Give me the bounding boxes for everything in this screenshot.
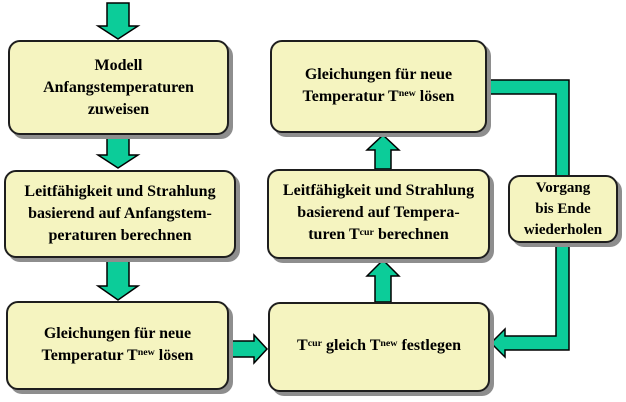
text-line: Leitfähigkeit und Strahlung (282, 182, 475, 199)
text-line: basierend auf Tempera- (297, 204, 460, 221)
text-line: Anfangstemperaturen (43, 78, 194, 96)
arrow-up-set-to-compute-icon (365, 258, 401, 303)
node-set-tcur-equal-tnew: Tcur gleich Tnew festlegen (268, 302, 490, 392)
text-line: Temperatur Tnew lösen (302, 87, 455, 105)
text-line: Temperatur Tnew lösen (41, 346, 194, 364)
arrow-right-solve-to-set-icon (230, 333, 269, 365)
text-line: wiederholen (523, 221, 603, 238)
node-repeat-until-end: Vorgang bis Ende wiederholen (508, 175, 618, 243)
text-line: bis Ende (535, 200, 591, 217)
text-line: basierend auf Anfangstem- (28, 205, 212, 222)
loop-arrow-repeat-icon (484, 79, 570, 359)
node-compute-conductivity-initial: Leitfähigkeit und Strahlung basierend auf… (4, 170, 236, 258)
text-line: Tcur gleich Tnew festlegen (297, 337, 461, 354)
arrow-down-entry-icon (95, 2, 141, 40)
text-line: Gleichungen für neue (304, 65, 453, 83)
text-line: Modell (94, 56, 143, 74)
text-line: Leitfähigkeit und Strahlung (24, 183, 216, 200)
node-compute-conductivity-current: Leitfähigkeit und Strahlung basierend auf… (267, 169, 490, 259)
arrow-down-compute-to-solve-icon (95, 258, 141, 301)
arrow-down-assign-to-compute-icon (95, 135, 141, 169)
text-line: turen Tcur berechnen (308, 226, 449, 243)
arrow-up-compute-to-solve-icon (365, 133, 401, 170)
text-line: Vorgang (535, 179, 591, 196)
text-line: peraturen berechnen (48, 227, 192, 244)
text-line: zuweisen (87, 100, 150, 118)
text-line: Gleichungen für neue (43, 324, 192, 342)
